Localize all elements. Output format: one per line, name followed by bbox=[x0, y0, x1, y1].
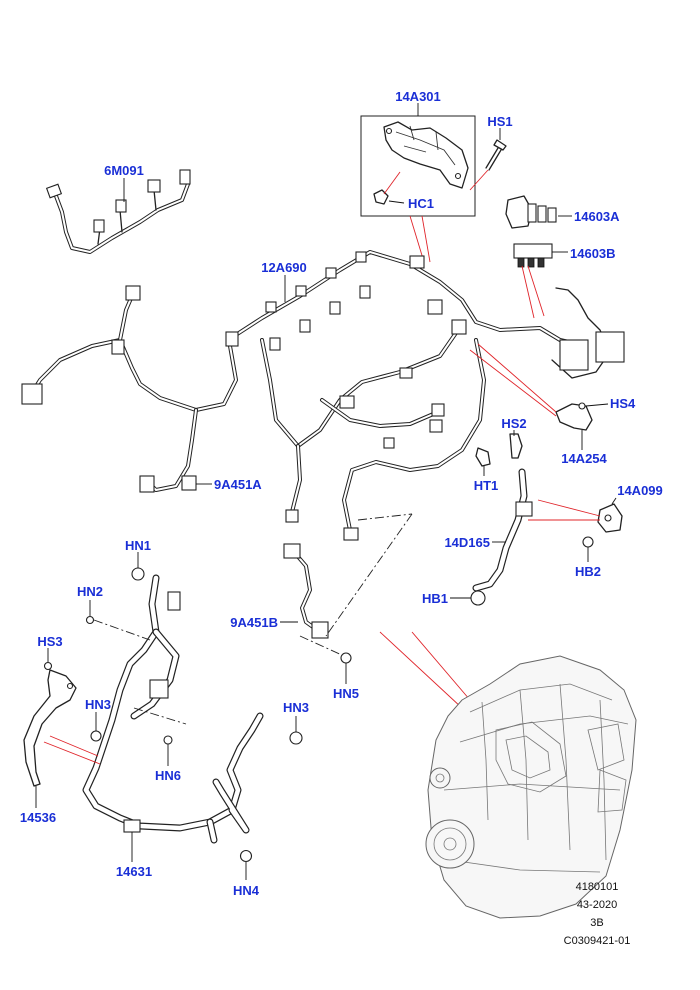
label-HN5: HN5 bbox=[333, 686, 359, 701]
label-HS4: HS4 bbox=[610, 396, 636, 411]
label-14A254: 14A254 bbox=[561, 451, 607, 466]
bracket-14A301 bbox=[383, 121, 469, 189]
nut-HN3-left bbox=[90, 712, 102, 742]
bracket-14A254 bbox=[469, 343, 609, 450]
leader-HC1-red bbox=[383, 171, 401, 195]
engine-assembly bbox=[379, 631, 637, 919]
bracket-14A301-detail bbox=[395, 125, 456, 166]
leader-14A254-red bbox=[469, 349, 557, 417]
leader-engine-red bbox=[411, 631, 471, 701]
bracket-14A301-group bbox=[360, 103, 507, 263]
footer-line2: 43-2020 bbox=[577, 899, 617, 911]
sensor-HS2 bbox=[509, 430, 523, 459]
label-9A451B: 9A451B bbox=[230, 615, 278, 630]
label-HN2: HN2 bbox=[77, 584, 103, 599]
footer-line3: 3B bbox=[590, 917, 603, 929]
harness-9A451B bbox=[280, 543, 329, 639]
leader-HS1-red bbox=[469, 169, 489, 191]
engine-detail bbox=[443, 683, 629, 873]
engine-pulley bbox=[425, 819, 475, 869]
label-14603A: 14603A bbox=[574, 209, 620, 224]
label-HS2: HS2 bbox=[501, 416, 526, 431]
label-HN4: HN4 bbox=[233, 883, 260, 898]
dashdot-HN2 bbox=[93, 619, 151, 641]
label-12A690: 12A690 bbox=[261, 260, 307, 275]
label-HS1: HS1 bbox=[487, 114, 512, 129]
label-HT1: HT1 bbox=[474, 478, 499, 493]
leader-14536-red bbox=[43, 741, 101, 765]
leader-14A301-red bbox=[409, 215, 425, 263]
leader-14536-red bbox=[49, 735, 99, 757]
label-HN1: HN1 bbox=[125, 538, 151, 553]
dashdot-9A451B bbox=[325, 513, 413, 637]
screw-HN2 bbox=[85, 600, 95, 625]
label-HN3-right: HN3 bbox=[283, 700, 309, 715]
clip-HC1 bbox=[373, 189, 389, 205]
harness-6M091 bbox=[45, 169, 191, 254]
sensor-HT1 bbox=[475, 447, 491, 476]
leader-14A099-red bbox=[537, 499, 601, 517]
harness-12A690 bbox=[21, 250, 625, 541]
label-14A301: 14A301 bbox=[395, 89, 441, 104]
label-14D165: 14D165 bbox=[444, 535, 490, 550]
bolt-HB2 bbox=[582, 536, 594, 562]
leader-HC1 bbox=[388, 200, 405, 204]
label-HC1: HC1 bbox=[408, 196, 434, 211]
nut-HN5 bbox=[340, 652, 352, 684]
bracket-hole bbox=[454, 172, 462, 180]
engine-block bbox=[427, 655, 637, 919]
dashdot-HN5 bbox=[299, 635, 345, 657]
bracket-14536 bbox=[23, 669, 101, 808]
footer-line1: 4180101 bbox=[576, 881, 619, 893]
nut-HN3-right bbox=[289, 716, 303, 745]
pipe-14631 bbox=[82, 574, 264, 862]
label-HN6: HN6 bbox=[155, 768, 181, 783]
label-HS3: HS3 bbox=[37, 634, 62, 649]
pipe-14D165 bbox=[472, 468, 533, 592]
footer-line4: C0309421-01 bbox=[564, 935, 631, 947]
label-14536: 14536 bbox=[20, 810, 56, 825]
bracket-hole bbox=[385, 127, 393, 135]
label-HB1: HB1 bbox=[422, 591, 448, 606]
connector-14603A bbox=[505, 195, 572, 229]
dashdot-HN6 bbox=[133, 707, 187, 725]
leader-engine-red bbox=[379, 631, 463, 709]
label-14603B: 14603B bbox=[570, 246, 616, 261]
connector-14603B bbox=[513, 243, 568, 319]
label-9A451A: 9A451A bbox=[214, 477, 262, 492]
leader-HS4 bbox=[585, 403, 609, 407]
label-14A099: 14A099 bbox=[617, 483, 663, 498]
bracket-14A099 bbox=[528, 497, 623, 533]
nut-HN6 bbox=[163, 735, 173, 766]
bolt-HB1 bbox=[450, 590, 486, 606]
leader-14A301-red bbox=[421, 215, 431, 263]
label-14631: 14631 bbox=[116, 864, 152, 879]
nut-HN1 bbox=[131, 552, 145, 581]
leader-14603B-red bbox=[527, 265, 545, 317]
dashdot-9A451B bbox=[357, 513, 413, 521]
harness-9A451A bbox=[139, 475, 212, 493]
leader-14A254-red bbox=[477, 343, 557, 413]
bolt-HS1 bbox=[485, 139, 507, 171]
nut-HN4 bbox=[239, 849, 253, 880]
label-HN3-left: HN3 bbox=[85, 697, 111, 712]
label-HB2: HB2 bbox=[575, 564, 601, 579]
leader-14603B-red bbox=[521, 265, 535, 319]
bolt-HS3 bbox=[43, 648, 53, 671]
label-6M091: 6M091 bbox=[104, 163, 144, 178]
